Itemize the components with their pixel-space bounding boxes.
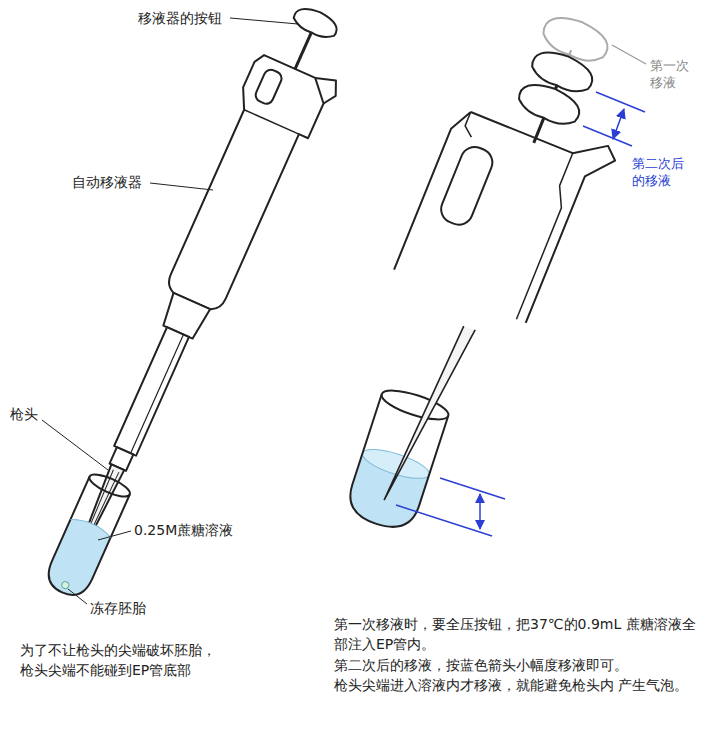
part-label: 移液器的按钮 bbox=[138, 8, 222, 28]
dimension-label: 第一次 移液 bbox=[650, 58, 696, 92]
note-text: 枪头尖端进入溶液内才移液，就能避免枪头内 产生气泡。 bbox=[334, 675, 698, 695]
button-closeup bbox=[394, 0, 658, 331]
note-text: 第二次后的移液，按蓝色箭头小幅度移液即可。 bbox=[334, 655, 698, 675]
note-text: 第一次移液时，要全压按钮，把37℃的0.9mL 蔗糖溶液全部注入EP管内。 bbox=[334, 614, 698, 655]
part-label: 冻存胚胎 bbox=[90, 598, 146, 618]
depth-marks bbox=[396, 478, 505, 536]
note-text: 为了不让枪头的尖端破坏胚胎， 枪头尖端不能碰到EP管底部 bbox=[20, 640, 232, 681]
part-label: 自动移液器 bbox=[72, 172, 142, 192]
tube-closeup bbox=[343, 309, 476, 535]
dimension-label: 第二次后 的移液 bbox=[632, 156, 692, 190]
dimension-marks bbox=[583, 45, 646, 146]
leader-lines bbox=[42, 18, 298, 604]
part-label: 枪头 bbox=[10, 404, 38, 424]
part-label: 0.25M蔗糖溶液 bbox=[134, 520, 233, 540]
pipette-drawing bbox=[26, 0, 365, 612]
